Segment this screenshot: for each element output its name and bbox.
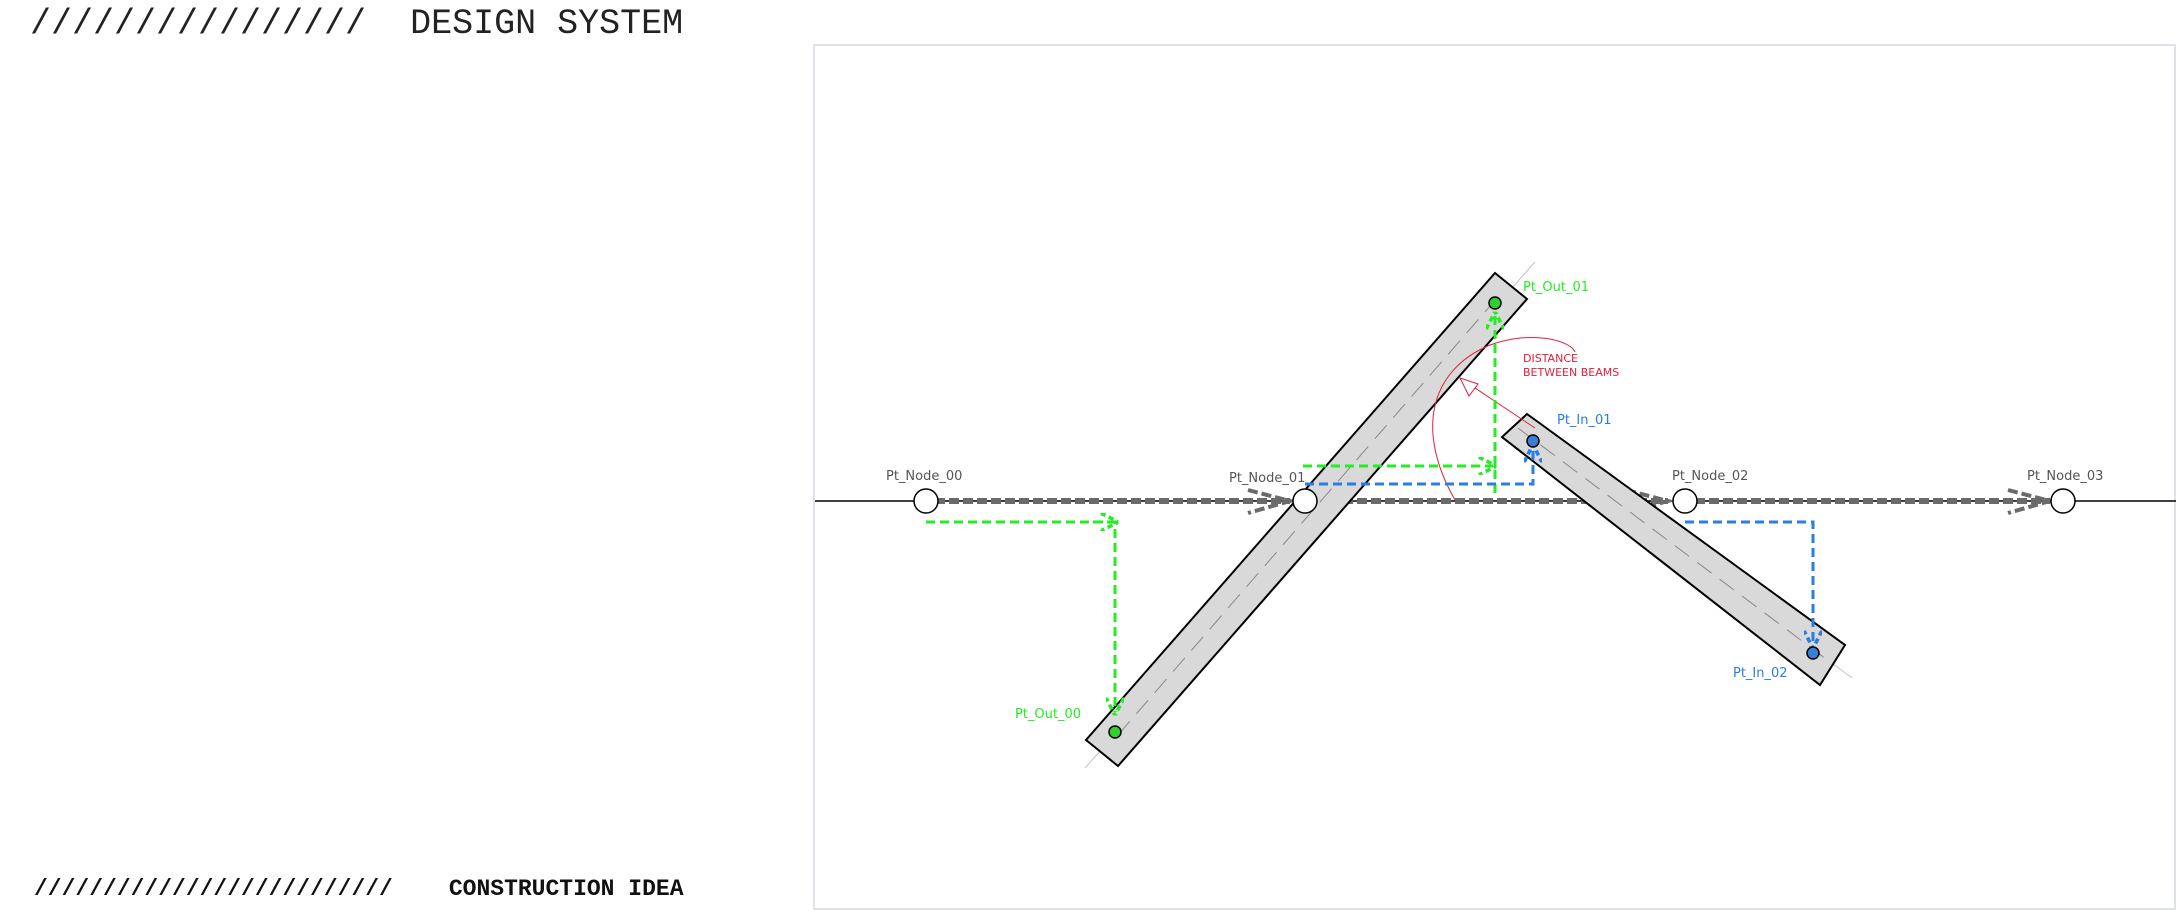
diagram-panel bbox=[813, 44, 2176, 910]
in-label-02: Pt_In_02 bbox=[1733, 666, 1788, 681]
node-label-03: Pt_Node_03 bbox=[2027, 469, 2103, 484]
header-title-text: DESIGN SYSTEM bbox=[410, 4, 684, 44]
out-point-00 bbox=[1108, 725, 1122, 739]
node-marker-02 bbox=[1672, 488, 1698, 514]
node-label-01: Pt_Node_01 bbox=[1229, 471, 1305, 486]
in-point-01 bbox=[1526, 434, 1540, 448]
node-marker-00 bbox=[913, 488, 939, 514]
in-label-01: Pt_In_01 bbox=[1557, 413, 1612, 428]
beam-a bbox=[1084, 261, 1536, 769]
out-label-00: Pt_Out_00 bbox=[1015, 707, 1081, 722]
distance-annotation-graphic bbox=[1432, 337, 1576, 501]
footer-title-text: CONSTRUCTION IDEA bbox=[448, 876, 684, 902]
beam-b bbox=[1500, 412, 1853, 687]
footer-slashes: ////////////////////////// bbox=[34, 876, 393, 902]
node-marker-01 bbox=[1292, 488, 1318, 514]
node-label-02: Pt_Node_02 bbox=[1672, 469, 1748, 484]
in-point-02 bbox=[1806, 646, 1820, 660]
blue-routing bbox=[1305, 448, 1813, 645]
footer-title: ////////////////////////// CONSTRUCTION I… bbox=[34, 876, 684, 902]
annotation-line-1: DISTANCE bbox=[1523, 352, 1578, 365]
header-title: //////////////// DESIGN SYSTEM bbox=[30, 4, 683, 44]
annotation-line-2: BETWEEN BEAMS bbox=[1523, 366, 1619, 379]
node-label-00: Pt_Node_00 bbox=[886, 469, 962, 484]
header-slashes: //////////////// bbox=[30, 4, 367, 44]
out-point-01 bbox=[1488, 296, 1502, 310]
out-label-01: Pt_Out_01 bbox=[1523, 280, 1589, 295]
node-marker-03 bbox=[2050, 488, 2076, 514]
green-routing bbox=[926, 315, 1495, 712]
